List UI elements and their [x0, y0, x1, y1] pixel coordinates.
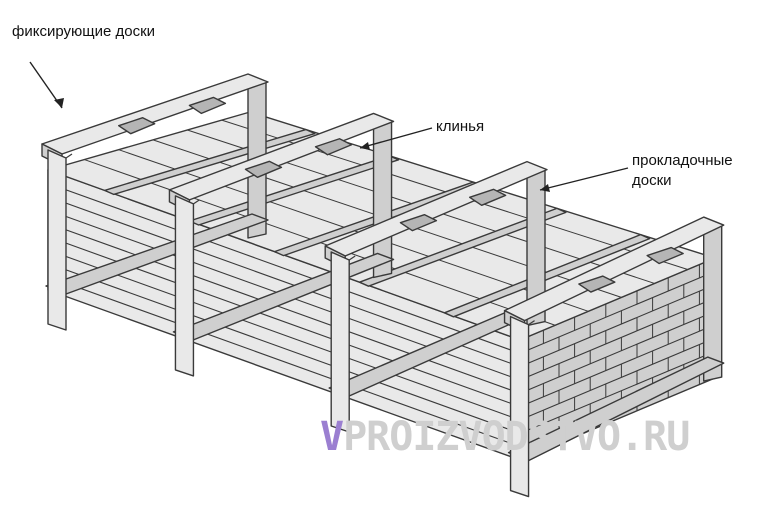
label-wedges: клинья [436, 118, 485, 135]
leader-fixing-boards-arrow [54, 98, 64, 108]
spacer-board [188, 155, 400, 226]
stack-end-layer-line [519, 297, 716, 381]
leader-spacer-boards-arrow [540, 184, 550, 192]
stack-end-layer-line [519, 270, 716, 354]
stack-end-layer-line [519, 324, 716, 408]
frame-front-post [47, 149, 67, 331]
stack-layer-line [47, 222, 521, 394]
frame-3 [324, 160, 548, 433]
leader-wedges [359, 127, 433, 149]
spacer-board [358, 207, 567, 287]
post-edge [65, 153, 73, 159]
wedge [468, 188, 507, 207]
wedge [314, 138, 353, 156]
stack-layer-line [47, 182, 521, 354]
post-edge [348, 255, 356, 261]
frame-front-post [174, 195, 195, 377]
wedge [399, 213, 438, 232]
fixing-frames [41, 73, 725, 498]
stack-layer-line [47, 262, 521, 434]
watermark-v: V [320, 414, 344, 460]
stack-layer-line [47, 276, 521, 448]
stack-layer-line [47, 249, 521, 421]
watermark: VPROIZVODSTVO.RU [320, 414, 690, 460]
leader-lines [29, 61, 629, 192]
leader-wedges-arrow [360, 142, 370, 150]
wedge [117, 116, 156, 135]
wedge [578, 275, 616, 293]
post-edge [528, 320, 535, 326]
wedge [244, 160, 283, 179]
stack-end-layer-line [519, 337, 716, 421]
stack-end-layer-line [519, 350, 716, 434]
stack-end-layer-line [519, 310, 716, 394]
stack-layer-line [47, 196, 521, 368]
frame-4 [503, 216, 725, 498]
wedge [646, 246, 684, 265]
spacer-board [443, 233, 651, 318]
label-spacer-boards-line1: прокладочные [632, 152, 733, 169]
frame-front-post [330, 251, 350, 433]
wedge [188, 96, 227, 115]
post-edge [193, 199, 200, 205]
label-fixing-boards: фиксирующие доски [12, 23, 156, 40]
leader-spacer-boards [539, 167, 629, 191]
label-spacer-boards-line2: доски [632, 172, 672, 189]
stack-end-layer-line [519, 284, 716, 368]
frame-front-post [509, 315, 530, 498]
watermark-rest: PROIZVODSTVO.RU [343, 414, 690, 460]
